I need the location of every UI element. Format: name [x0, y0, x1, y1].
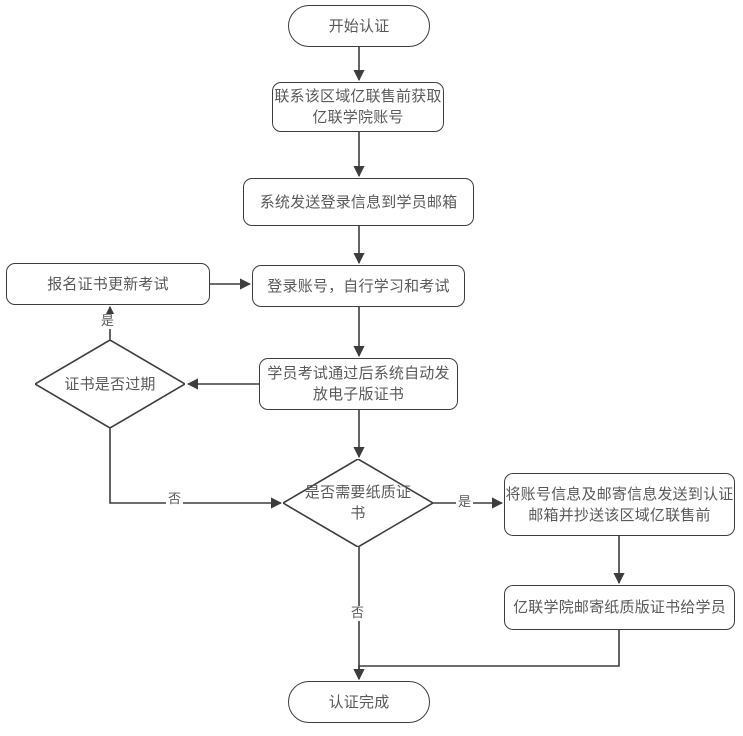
node-contact-presales-label: 联系该区域亿联售前获取亿联学院账号 [274, 87, 442, 126]
node-start-label: 开始认证 [328, 16, 390, 35]
node-auto-issue-cert-label: 学员考试通过后系统自动发放电子版证书 [267, 364, 450, 403]
node-start[interactable]: 开始认证 [288, 5, 430, 47]
node-cert-expired[interactable]: 证书是否过期 [35, 340, 185, 428]
node-login-study-exam[interactable]: 登录账号，自行学习和考试 [252, 265, 465, 307]
node-login-study-exam-label: 登录账号，自行学习和考试 [267, 276, 450, 295]
edge-label-expired-no: 否 [166, 492, 184, 507]
node-finish-label: 认证完成 [328, 692, 390, 711]
node-renew-exam-label: 报名证书更新考试 [47, 274, 169, 293]
node-contact-presales[interactable]: 联系该区域亿联售前获取亿联学院账号 [272, 82, 444, 132]
node-cert-expired-label: 证书是否过期 [64, 374, 156, 393]
cert-expired-diamond-shape [35, 340, 185, 428]
node-mail-paper-cert[interactable]: 亿联学院邮寄纸质版证书给学员 [504, 585, 735, 630]
node-system-send-login[interactable]: 系统发送登录信息到学员邮箱 [243, 178, 474, 226]
node-mail-paper-cert-label: 亿联学院邮寄纸质版证书给学员 [513, 598, 726, 616]
node-need-paper-cert[interactable]: 是否需要纸质证书 [283, 459, 433, 547]
edge-expired-no-to-paper [109, 428, 283, 509]
node-auto-issue-cert[interactable]: 学员考试通过后系统自动发放电子版证书 [259, 358, 458, 410]
edge-label-paper-no: 否 [349, 606, 367, 621]
edge-label-paper-yes: 是 [456, 495, 474, 510]
node-need-paper-cert-label: 是否需要纸质证书 [304, 483, 412, 522]
node-system-send-login-label: 系统发送登录信息到学员邮箱 [259, 192, 458, 211]
need-paper-cert-diamond-shape [283, 459, 433, 547]
node-finish[interactable]: 认证完成 [288, 681, 430, 723]
edge-ship-to-finish [353, 630, 620, 681]
node-send-info-mail[interactable]: 将账号信息及邮寄信息发送到认证邮箱并抄送该区域亿联售前 [504, 473, 735, 536]
node-renew-exam[interactable]: 报名证书更新考试 [6, 263, 210, 305]
edge-label-expired-yes: 是 [99, 314, 117, 329]
node-send-info-mail-label: 将账号信息及邮寄信息发送到认证邮箱并抄送该区域亿联售前 [505, 484, 734, 524]
